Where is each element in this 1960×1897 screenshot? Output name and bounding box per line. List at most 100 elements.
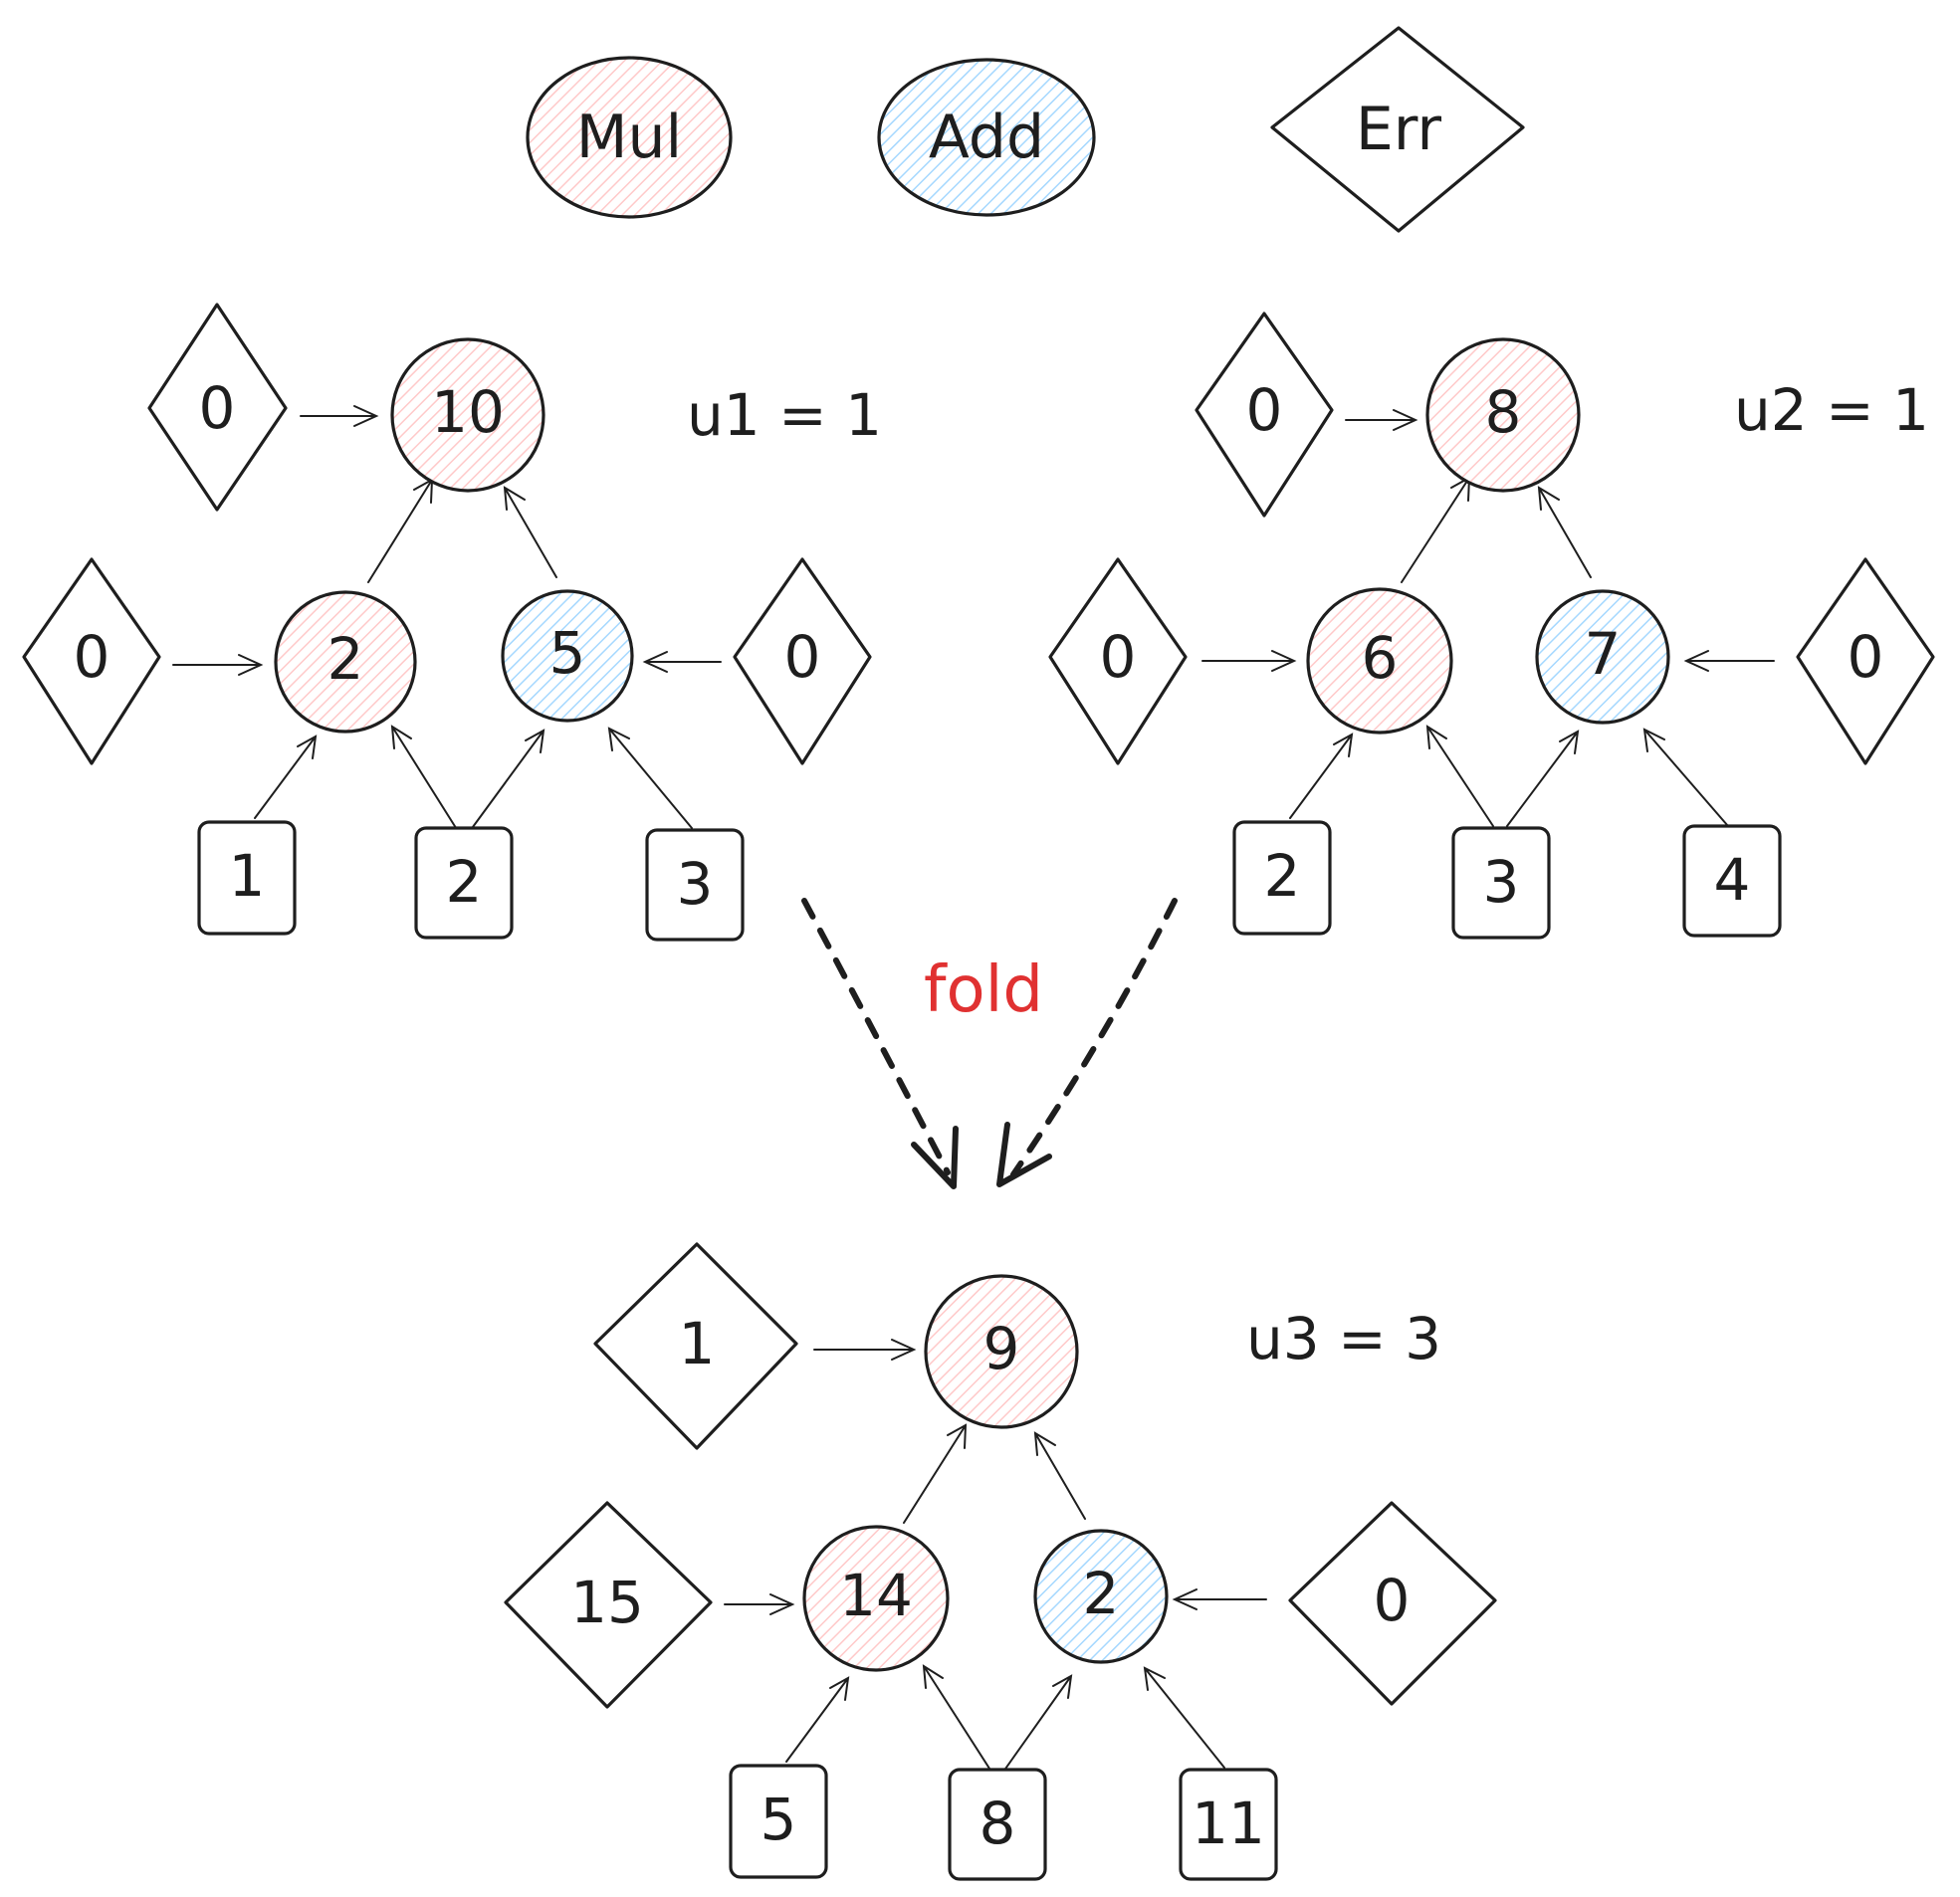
right-input-1-label: 2 bbox=[1264, 842, 1301, 910]
bottom-input-1-label: 5 bbox=[761, 1786, 797, 1853]
left-input-1-label: 1 bbox=[229, 842, 266, 910]
bottom-mul: 14 bbox=[802, 1525, 950, 1672]
right-input3-to-add-arrow bbox=[1642, 728, 1729, 827]
left-input2-to-mul-arrow bbox=[390, 725, 459, 832]
bottom-mul-to-root-arrow bbox=[903, 1423, 968, 1524]
bottom-add-to-root-arrow bbox=[1033, 1431, 1086, 1520]
fold-arrow-left bbox=[801, 898, 951, 1175]
right-root-label: 8 bbox=[1485, 378, 1522, 446]
legend-add-label: Add bbox=[929, 103, 1044, 172]
right-root: 8 bbox=[1425, 337, 1581, 493]
right-input-2: 3 bbox=[1451, 826, 1551, 940]
right-input-2-label: 3 bbox=[1483, 848, 1520, 916]
left-root-err-arrow bbox=[300, 405, 379, 427]
bottom-add-err: 0 bbox=[1288, 1501, 1497, 1706]
left-input1-to-mul-arrow bbox=[254, 735, 318, 819]
right-add-err-diamond bbox=[1796, 557, 1935, 765]
bottom-root-err-label: 1 bbox=[679, 1310, 716, 1377]
right-add-label: 7 bbox=[1585, 620, 1622, 688]
left-add-circle bbox=[501, 589, 634, 723]
bottom-root-label: 9 bbox=[983, 1315, 1020, 1382]
bottom-root-err: 1 bbox=[593, 1242, 798, 1450]
right-mul-err: 0 bbox=[1048, 557, 1188, 765]
right-mul: 6 bbox=[1306, 587, 1453, 735]
bottom-add-err-diamond bbox=[1288, 1501, 1497, 1706]
left-add-err: 0 bbox=[733, 557, 872, 765]
bottom-edges bbox=[724, 1339, 1267, 1773]
left-add-err-arrow bbox=[642, 651, 722, 673]
legend-err: Err bbox=[1270, 26, 1525, 233]
right-input-1-box bbox=[1232, 820, 1332, 936]
right-u-label: u2 = 1 bbox=[1734, 376, 1929, 444]
bottom-u-label: u3 = 3 bbox=[1246, 1305, 1441, 1372]
left-input2-to-add-arrow bbox=[469, 729, 545, 832]
left-root-err: 0 bbox=[147, 303, 288, 512]
right-input2-to-mul-arrow bbox=[1425, 725, 1494, 827]
right-edges bbox=[1201, 409, 1775, 827]
left-u-label: u1 = 1 bbox=[687, 381, 882, 449]
left-input-2-box bbox=[414, 826, 514, 940]
legend: Mul Add Err bbox=[526, 26, 1525, 233]
bottom-add-err-arrow bbox=[1172, 1588, 1267, 1610]
bottom-tree: 1 9 u3 = 3 15 14 2 0 5 8 bbox=[504, 1242, 1497, 1881]
bottom-input-2-box bbox=[948, 1768, 1047, 1881]
left-add-to-root-arrow bbox=[503, 486, 557, 578]
left-input-1-box bbox=[197, 820, 297, 936]
legend-mul: Mul bbox=[526, 56, 733, 219]
right-root-mul-circle bbox=[1425, 337, 1581, 493]
left-mul: 2 bbox=[274, 590, 417, 734]
bottom-add-err-label: 0 bbox=[1374, 1567, 1411, 1634]
bottom-input-3-label: 11 bbox=[1192, 1790, 1265, 1857]
left-root-mul-circle bbox=[390, 337, 545, 493]
legend-err-label: Err bbox=[1356, 95, 1442, 164]
right-mul-to-root-arrow bbox=[1401, 476, 1471, 583]
bottom-input-3: 11 bbox=[1179, 1768, 1278, 1881]
left-edges bbox=[172, 405, 722, 832]
legend-mul-ellipse bbox=[526, 56, 733, 219]
right-mul-circle bbox=[1306, 587, 1453, 735]
bottom-input2-to-mul-arrow bbox=[922, 1664, 992, 1773]
bottom-input-2: 8 bbox=[948, 1768, 1047, 1881]
right-root-err: 0 bbox=[1195, 312, 1334, 518]
left-input-2: 2 bbox=[414, 826, 514, 940]
right-root-err-label: 0 bbox=[1246, 376, 1283, 444]
right-add-err: 0 bbox=[1796, 557, 1935, 765]
legend-add: Add bbox=[877, 58, 1096, 217]
left-tree: 0 10 u1 = 1 0 2 5 0 1 2 bbox=[22, 303, 882, 942]
bottom-mul-err: 15 bbox=[504, 1501, 713, 1709]
left-mul-label: 2 bbox=[327, 625, 364, 693]
bottom-mul-err-arrow bbox=[724, 1593, 795, 1615]
left-mul-err-arrow bbox=[172, 654, 264, 676]
right-input-1: 2 bbox=[1232, 820, 1332, 936]
right-mul-err-label: 0 bbox=[1100, 623, 1137, 691]
bottom-add: 2 bbox=[1033, 1529, 1169, 1664]
bottom-root-mul-circle bbox=[924, 1274, 1079, 1429]
left-input3-to-add-arrow bbox=[607, 727, 693, 829]
right-root-err-diamond bbox=[1195, 312, 1334, 518]
bottom-root: 9 bbox=[924, 1274, 1079, 1429]
right-input1-to-mul-arrow bbox=[1289, 733, 1354, 819]
left-input-3: 3 bbox=[645, 828, 745, 942]
left-mul-err-label: 0 bbox=[74, 623, 110, 691]
bottom-mul-circle bbox=[802, 1525, 950, 1672]
left-add-err-label: 0 bbox=[784, 623, 821, 691]
right-input-2-box bbox=[1451, 826, 1551, 940]
bottom-mul-err-label: 15 bbox=[570, 1569, 644, 1636]
left-add-label: 5 bbox=[549, 619, 586, 687]
left-input-3-label: 3 bbox=[677, 850, 714, 918]
left-root-label: 10 bbox=[431, 378, 505, 446]
right-input2-to-add-arrow bbox=[1506, 730, 1580, 827]
left-root-err-label: 0 bbox=[199, 374, 236, 442]
legend-err-diamond bbox=[1270, 26, 1525, 233]
fold-arrows: fold bbox=[801, 898, 1178, 1189]
bottom-input3-to-add-arrow bbox=[1143, 1666, 1225, 1769]
right-add-err-arrow bbox=[1683, 650, 1775, 672]
left-mul-circle bbox=[274, 590, 417, 734]
bottom-input-2-label: 8 bbox=[980, 1790, 1016, 1857]
right-add-err-label: 0 bbox=[1848, 623, 1884, 691]
bottom-input1-to-mul-arrow bbox=[785, 1676, 850, 1763]
right-mul-err-arrow bbox=[1201, 650, 1297, 672]
left-input-3-box bbox=[645, 828, 745, 942]
